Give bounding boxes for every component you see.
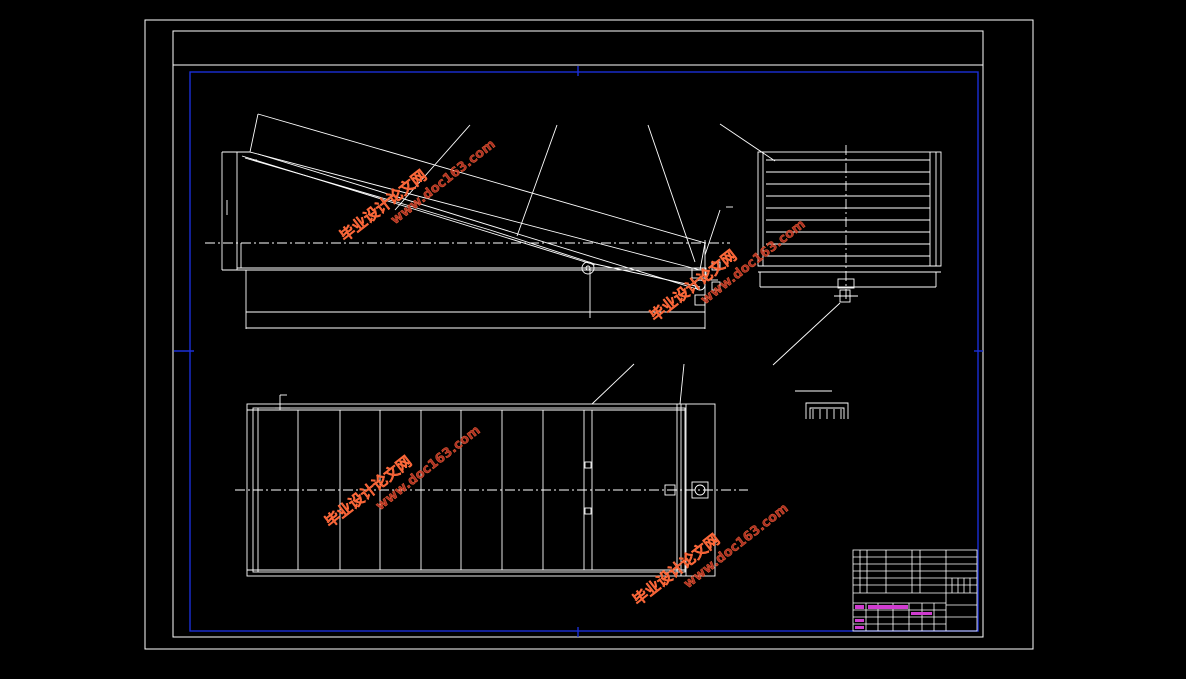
leader-3 — [647, 124, 696, 263]
leader-end-2 — [772, 302, 841, 366]
watermarks: 毕业设计论文网 www.doc163.com 毕业设计论文网 www.doc16… — [321, 137, 808, 610]
leader-1 — [394, 124, 471, 211]
leader-end-1 — [719, 123, 776, 162]
front-view — [205, 113, 733, 329]
leader-2 — [516, 124, 558, 237]
watermark-4: 毕业设计论文网 www.doc163.com — [629, 501, 791, 610]
leader-4 — [704, 209, 721, 256]
inner-border — [172, 30, 984, 638]
top-view — [235, 363, 748, 577]
outer-border — [144, 19, 1034, 650]
front-pivot — [581, 261, 595, 275]
leader-top-1 — [591, 363, 635, 405]
end-view — [719, 123, 942, 366]
watermark-1: 毕业设计论文网 www.doc163.com — [336, 137, 498, 246]
watermark-3: 毕业设计论文网 www.doc163.com — [321, 423, 483, 532]
title-block — [852, 549, 978, 632]
sheet-frame — [144, 19, 1034, 650]
detail-section — [795, 390, 849, 419]
leader-top-2 — [679, 363, 685, 405]
